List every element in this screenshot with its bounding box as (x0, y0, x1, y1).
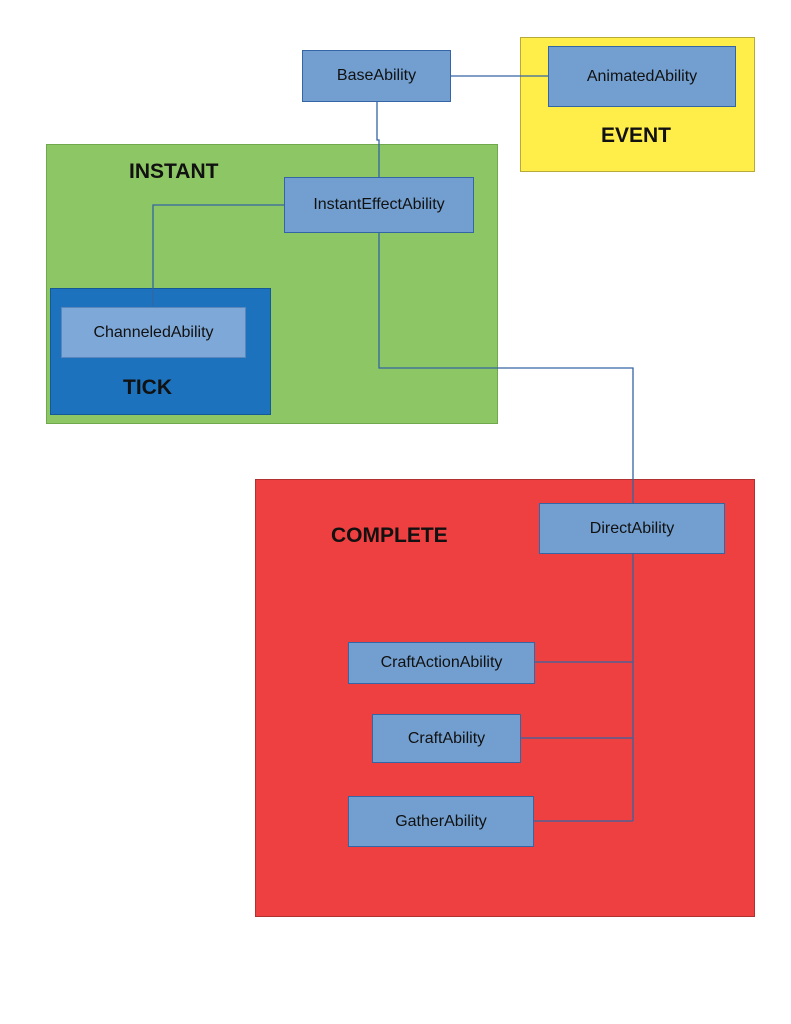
node-direct-ability[interactable]: DirectAbility (539, 503, 725, 554)
node-instant-effect-ability[interactable]: InstantEffectAbility (284, 177, 474, 233)
connector-base-instant (376, 102, 380, 177)
region-tick-label: TICK (123, 376, 172, 399)
node-gather-ability[interactable]: GatherAbility (348, 796, 534, 847)
region-complete-label: COMPLETE (331, 524, 448, 547)
node-channeled-ability[interactable]: ChanneledAbility (61, 307, 246, 358)
node-animated-ability[interactable]: AnimatedAbility (548, 46, 736, 107)
region-instant-label: INSTANT (129, 160, 219, 183)
node-craft-action-ability[interactable]: CraftActionAbility (348, 642, 535, 684)
connector-instant-channeled (152, 204, 284, 306)
region-event-label: EVENT (601, 124, 672, 147)
node-craft-ability[interactable]: CraftAbility (372, 714, 521, 763)
node-base-ability[interactable]: BaseAbility (302, 50, 451, 102)
connector-instant-direct (378, 232, 634, 503)
